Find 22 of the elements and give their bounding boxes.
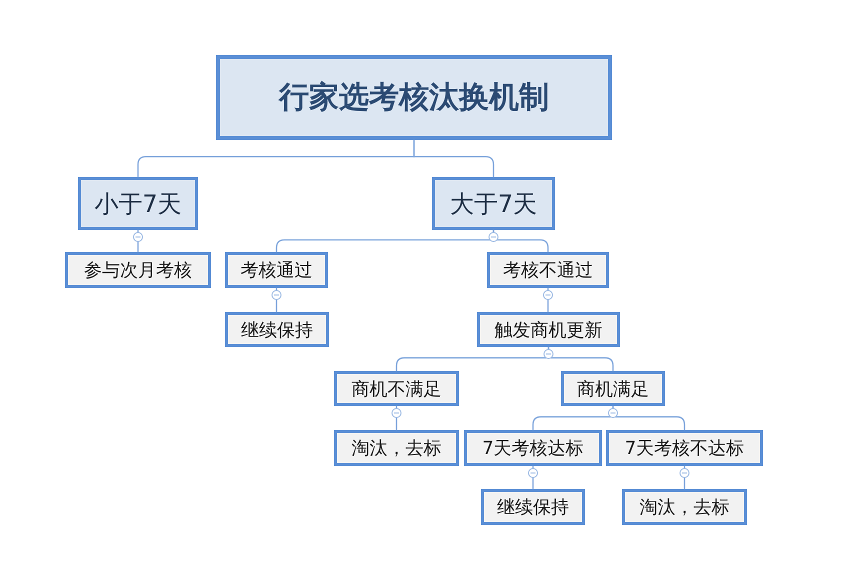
root-topic-box: 行家选考核汰换机制	[216, 55, 612, 140]
subtopic-box: 继续保持	[225, 312, 329, 347]
subtopic-box: 考核不通过	[487, 252, 609, 288]
connector-line	[684, 466, 686, 489]
connector-line	[276, 288, 278, 312]
connector-line	[413, 140, 494, 177]
topic-box: 大于7天	[432, 177, 555, 230]
subtopic-box: 商机满足	[561, 371, 665, 406]
subtopic-box: 淘汰，去标	[334, 430, 459, 466]
subtopic-box: 考核通过	[225, 252, 328, 288]
subtopic-box: 淘汰，去标	[622, 489, 747, 525]
topic-box: 小于7天	[78, 177, 198, 230]
subtopic-box: 参与次月考核	[65, 252, 211, 288]
subtopic-box: 继续保持	[481, 489, 585, 525]
connector-line	[547, 288, 549, 312]
subtopic-box: 7天考核不达标	[606, 430, 763, 466]
subtopic-box: 7天考核达标	[464, 430, 602, 466]
connector-line	[532, 466, 534, 489]
connector-line	[396, 406, 398, 430]
subtopic-box: 商机不满足	[334, 371, 459, 406]
connector-line	[137, 230, 139, 252]
subtopic-box: 触发商机更新	[477, 312, 620, 347]
